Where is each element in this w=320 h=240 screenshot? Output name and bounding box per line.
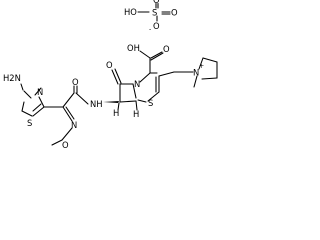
n-plus-charge: + — [199, 63, 204, 70]
aminothiazole-ring: H2N N S — [3, 73, 45, 128]
amide-nh-label: NH — [90, 99, 103, 109]
oxime-n-label: N — [71, 120, 77, 130]
lactam-n-label: N — [134, 79, 140, 89]
h-stereo-1-label: H — [113, 108, 119, 118]
chemical-structure: HO S O O O - H2N N S N O O NH — [3, 0, 218, 150]
thiazole-n-label: N — [37, 87, 43, 97]
sulfate-ion: HO S O O O - — [124, 0, 178, 33]
methylpyrrolidinium: N + — [158, 57, 218, 88]
thiazole-s-label: S — [27, 118, 32, 128]
sulfate-o-right-label: O — [171, 8, 178, 18]
ring-s-label: S — [148, 98, 153, 108]
h2n-label: H2N — [3, 73, 21, 83]
lactam-o-label: O — [106, 60, 113, 70]
sulfate-ho-label: HO — [124, 7, 137, 17]
carboxylic-acid: OH O — [127, 43, 170, 74]
sulfate-s-label: S — [152, 8, 157, 18]
pyrrolidinium-n-label: N — [193, 68, 199, 78]
sulfate-o-top-label: O — [153, 0, 160, 5]
oxime-o-label: O — [62, 140, 69, 150]
oxime-amide-chain: N O O NH — [43, 77, 103, 150]
amide-o-label: O — [72, 77, 79, 87]
o-minus-charge: - — [149, 26, 151, 33]
sulfate-o-bottom-label: O — [153, 21, 160, 31]
cooh-o-label: O — [163, 44, 170, 54]
h-stereo-2-label: H — [133, 109, 139, 119]
cooh-oh-label: OH — [127, 43, 140, 53]
dihydrothiazine-ring: S — [137, 72, 160, 108]
beta-lactam-ring: H H O N — [103, 60, 140, 119]
